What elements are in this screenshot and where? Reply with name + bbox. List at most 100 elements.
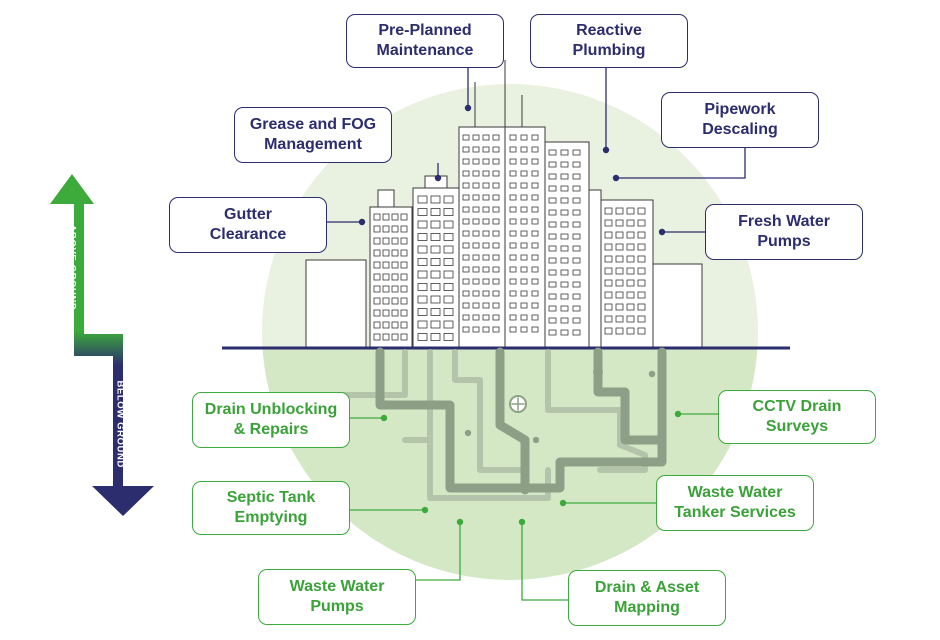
connector-line — [416, 522, 461, 581]
connector-dot — [434, 174, 442, 182]
window — [548, 161, 557, 168]
window — [572, 317, 581, 324]
window — [604, 231, 613, 239]
window — [531, 254, 539, 261]
window — [391, 285, 399, 293]
window — [548, 281, 557, 288]
window — [637, 219, 646, 227]
window — [548, 209, 557, 216]
connector-line — [521, 522, 568, 601]
service-grease-fog-management[interactable]: Grease and FOG Management — [234, 107, 392, 163]
connector-dot — [518, 518, 526, 526]
window — [382, 249, 390, 257]
window — [560, 269, 569, 276]
window — [373, 213, 381, 221]
connector-dot — [380, 414, 388, 422]
service-label: Fresh Water Pumps — [738, 213, 830, 250]
window — [520, 158, 528, 165]
window — [548, 293, 557, 300]
window — [520, 290, 528, 297]
window — [626, 255, 635, 263]
window — [626, 315, 635, 323]
window — [531, 290, 539, 297]
window — [626, 279, 635, 287]
window — [548, 233, 557, 240]
window — [492, 194, 500, 201]
window — [472, 242, 480, 249]
window — [472, 290, 480, 297]
window — [462, 206, 470, 213]
window — [391, 333, 399, 341]
window — [560, 221, 569, 228]
window — [520, 242, 528, 249]
window — [391, 249, 399, 257]
window — [472, 146, 480, 153]
window — [572, 329, 581, 336]
window — [520, 230, 528, 237]
window — [560, 329, 569, 336]
window — [472, 218, 480, 225]
service-septic-tank-emptying[interactable]: Septic Tank Emptying — [192, 481, 350, 535]
window — [560, 257, 569, 264]
window — [572, 281, 581, 288]
service-reactive-plumbing[interactable]: Reactive Plumbing — [530, 14, 688, 68]
window — [430, 195, 441, 204]
window — [509, 254, 517, 261]
window — [509, 146, 517, 153]
service-gutter-clearance[interactable]: Gutter Clearance — [169, 197, 327, 253]
window — [572, 197, 581, 204]
window — [509, 242, 517, 249]
window — [391, 297, 399, 305]
window — [637, 243, 646, 251]
window — [604, 327, 613, 335]
service-waste-water-tanker-services[interactable]: Waste Water Tanker Services — [656, 475, 814, 531]
window — [604, 315, 613, 323]
window — [560, 209, 569, 216]
service-pipework-descaling[interactable]: Pipework Descaling — [661, 92, 819, 148]
window — [509, 182, 517, 189]
service-label: Waste Water Pumps — [289, 578, 385, 615]
window — [520, 266, 528, 273]
window — [509, 170, 517, 177]
window — [615, 315, 624, 323]
window — [417, 220, 428, 229]
window — [443, 308, 454, 316]
window — [382, 273, 390, 281]
window — [531, 314, 539, 321]
window — [637, 231, 646, 239]
window — [400, 261, 408, 269]
window — [391, 261, 399, 269]
window — [462, 278, 470, 285]
window — [430, 333, 441, 341]
window — [373, 273, 381, 281]
window — [548, 269, 557, 276]
connector-dot — [602, 146, 610, 154]
window — [400, 213, 408, 221]
window — [637, 267, 646, 275]
window — [531, 146, 539, 153]
window — [443, 220, 454, 229]
window — [509, 314, 517, 321]
window — [492, 206, 500, 213]
window — [492, 230, 500, 237]
window — [572, 149, 581, 156]
service-drain-asset-mapping[interactable]: Drain & Asset Mapping — [568, 570, 726, 626]
window — [520, 254, 528, 261]
window — [637, 291, 646, 299]
above-ground-label: ABOVE GROUND — [66, 224, 78, 311]
service-pre-planned-maintenance[interactable]: Pre-Planned Maintenance — [346, 14, 504, 68]
window — [417, 270, 428, 279]
window — [492, 134, 500, 141]
window — [373, 237, 381, 245]
window — [509, 218, 517, 225]
service-drain-unblocking-repairs[interactable]: Drain Unblocking & Repairs — [192, 392, 350, 448]
window — [604, 243, 613, 251]
window — [462, 290, 470, 297]
window — [443, 283, 454, 291]
service-cctv-drain-surveys[interactable]: CCTV Drain Surveys — [718, 390, 876, 444]
window — [373, 225, 381, 233]
service-waste-water-pumps[interactable]: Waste Water Pumps — [258, 569, 416, 625]
window — [604, 291, 613, 299]
service-label: CCTV Drain Surveys — [752, 398, 842, 435]
service-fresh-water-pumps[interactable]: Fresh Water Pumps — [705, 204, 863, 260]
